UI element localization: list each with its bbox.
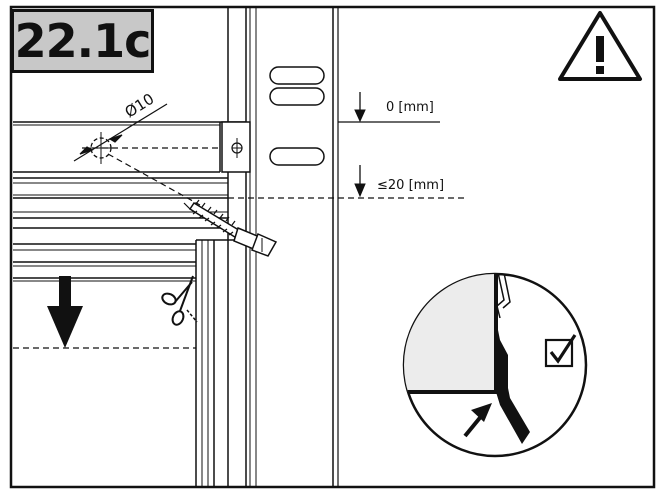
down-arrow-icon	[47, 276, 83, 348]
side-frame	[195, 239, 246, 487]
top-beam	[13, 121, 246, 173]
bracket-plate	[221, 121, 251, 173]
hole-diameter-label: Ø10	[122, 90, 158, 122]
box-rails	[13, 177, 228, 282]
dimension-arrows	[354, 92, 366, 198]
rail-slots	[269, 66, 325, 166]
diameter-leader	[73, 103, 168, 162]
max-offset-label: ≤20 [mm]	[377, 178, 444, 193]
step-label: 22.1c	[11, 9, 154, 73]
detail-pointer-arrow-icon	[463, 403, 492, 438]
top-offset-label: 0 [mm]	[386, 100, 434, 115]
screw-icon	[183, 199, 278, 257]
scissors-icon	[161, 275, 198, 326]
hole-marker	[85, 132, 117, 164]
warning-triangle-icon	[558, 11, 642, 81]
checked-box-icon	[544, 334, 577, 368]
